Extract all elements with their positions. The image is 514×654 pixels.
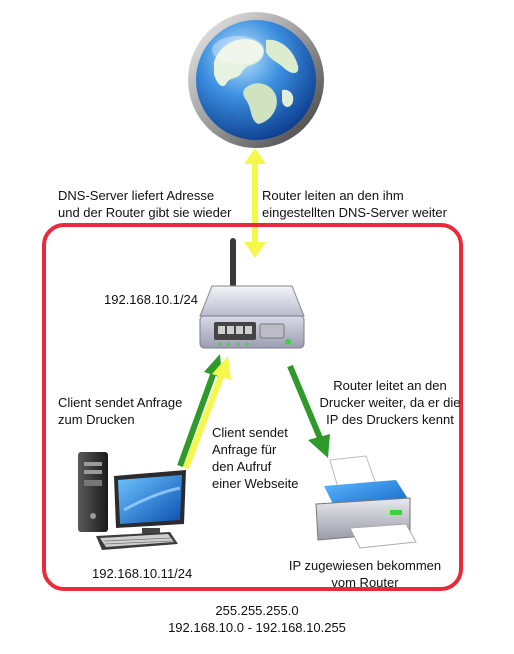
printer-ip-label: IP zugewiesen bekommen vom Router [288, 558, 442, 590]
router-printer-arrow [287, 364, 330, 458]
globe-icon [188, 12, 324, 148]
client-web-label: Client sendet Anfrage für den Aufruf ein… [212, 425, 299, 491]
dns-reply-label: DNS-Server liefert Adresse und der Route… [58, 188, 232, 220]
client-print-label: Client sendet Anfrage zum Drucken [58, 395, 183, 427]
subnet-mask: 255.255.255.0 [215, 603, 299, 618]
desktop-computer-icon [78, 452, 186, 550]
router-forward-dns-label: Router leiten an den ihm eingestellten D… [262, 188, 447, 220]
internet-arrow [244, 148, 266, 258]
printer-icon [315, 455, 417, 549]
router-ip-label: 192.168.10.1/24 [104, 292, 198, 307]
client-ip-label: 192.168.10.11/24 [92, 566, 193, 581]
client-web-arrow [183, 356, 231, 470]
lan-frame [42, 223, 463, 591]
router-to-printer-label: Router leitet an den Drucker weiter, da … [319, 378, 461, 427]
ip-range: 192.168.10.0 - 192.168.10.255 [168, 620, 346, 635]
router-icon [199, 238, 305, 349]
